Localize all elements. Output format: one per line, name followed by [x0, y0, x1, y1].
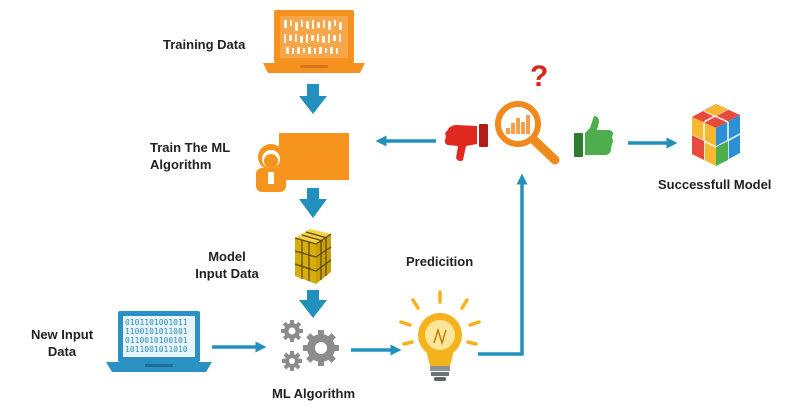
svg-text:1100101011001: 1100101011001: [125, 327, 188, 336]
prediction-label: Predicition: [406, 254, 474, 269]
ml-algorithm-label: ML Algorithm: [272, 386, 356, 401]
new-input-data-label: New Input Data: [30, 327, 94, 359]
trainer-presenter-icon: [256, 133, 349, 192]
successful-model-label: Successfull Model: [658, 177, 772, 192]
arrow-down-1: [299, 84, 327, 114]
train-algorithm-label: Train The ML Algorithm: [150, 140, 231, 172]
svg-text:0110010100101: 0110010100101: [125, 336, 188, 345]
lightbulb-icon: [399, 290, 481, 381]
arrow-down-3: [299, 290, 327, 318]
thumbs-up-icon: [574, 116, 613, 157]
magnifier-chart-icon: [495, 101, 560, 165]
thumbs-down-icon: [444, 124, 488, 162]
gears-icon: [281, 320, 339, 371]
question-mark-icon: ?: [530, 60, 549, 93]
model-cube-icon: [294, 229, 332, 284]
rubik-cube-icon: [691, 104, 741, 166]
arrow-bulb-to-evaluation: [478, 173, 528, 356]
svg-text:0101101001011: 0101101001011: [125, 318, 188, 327]
new-input-laptop-icon: 0101101001011 1100101011001 011001010010…: [106, 311, 212, 372]
arrow-down-2: [299, 188, 327, 218]
training-laptop-icon: [263, 10, 365, 73]
training-data-label: Training Data: [163, 37, 246, 52]
svg-text:1011001011010: 1011001011010: [125, 345, 188, 354]
model-input-data-label: Model Input Data: [195, 249, 259, 281]
